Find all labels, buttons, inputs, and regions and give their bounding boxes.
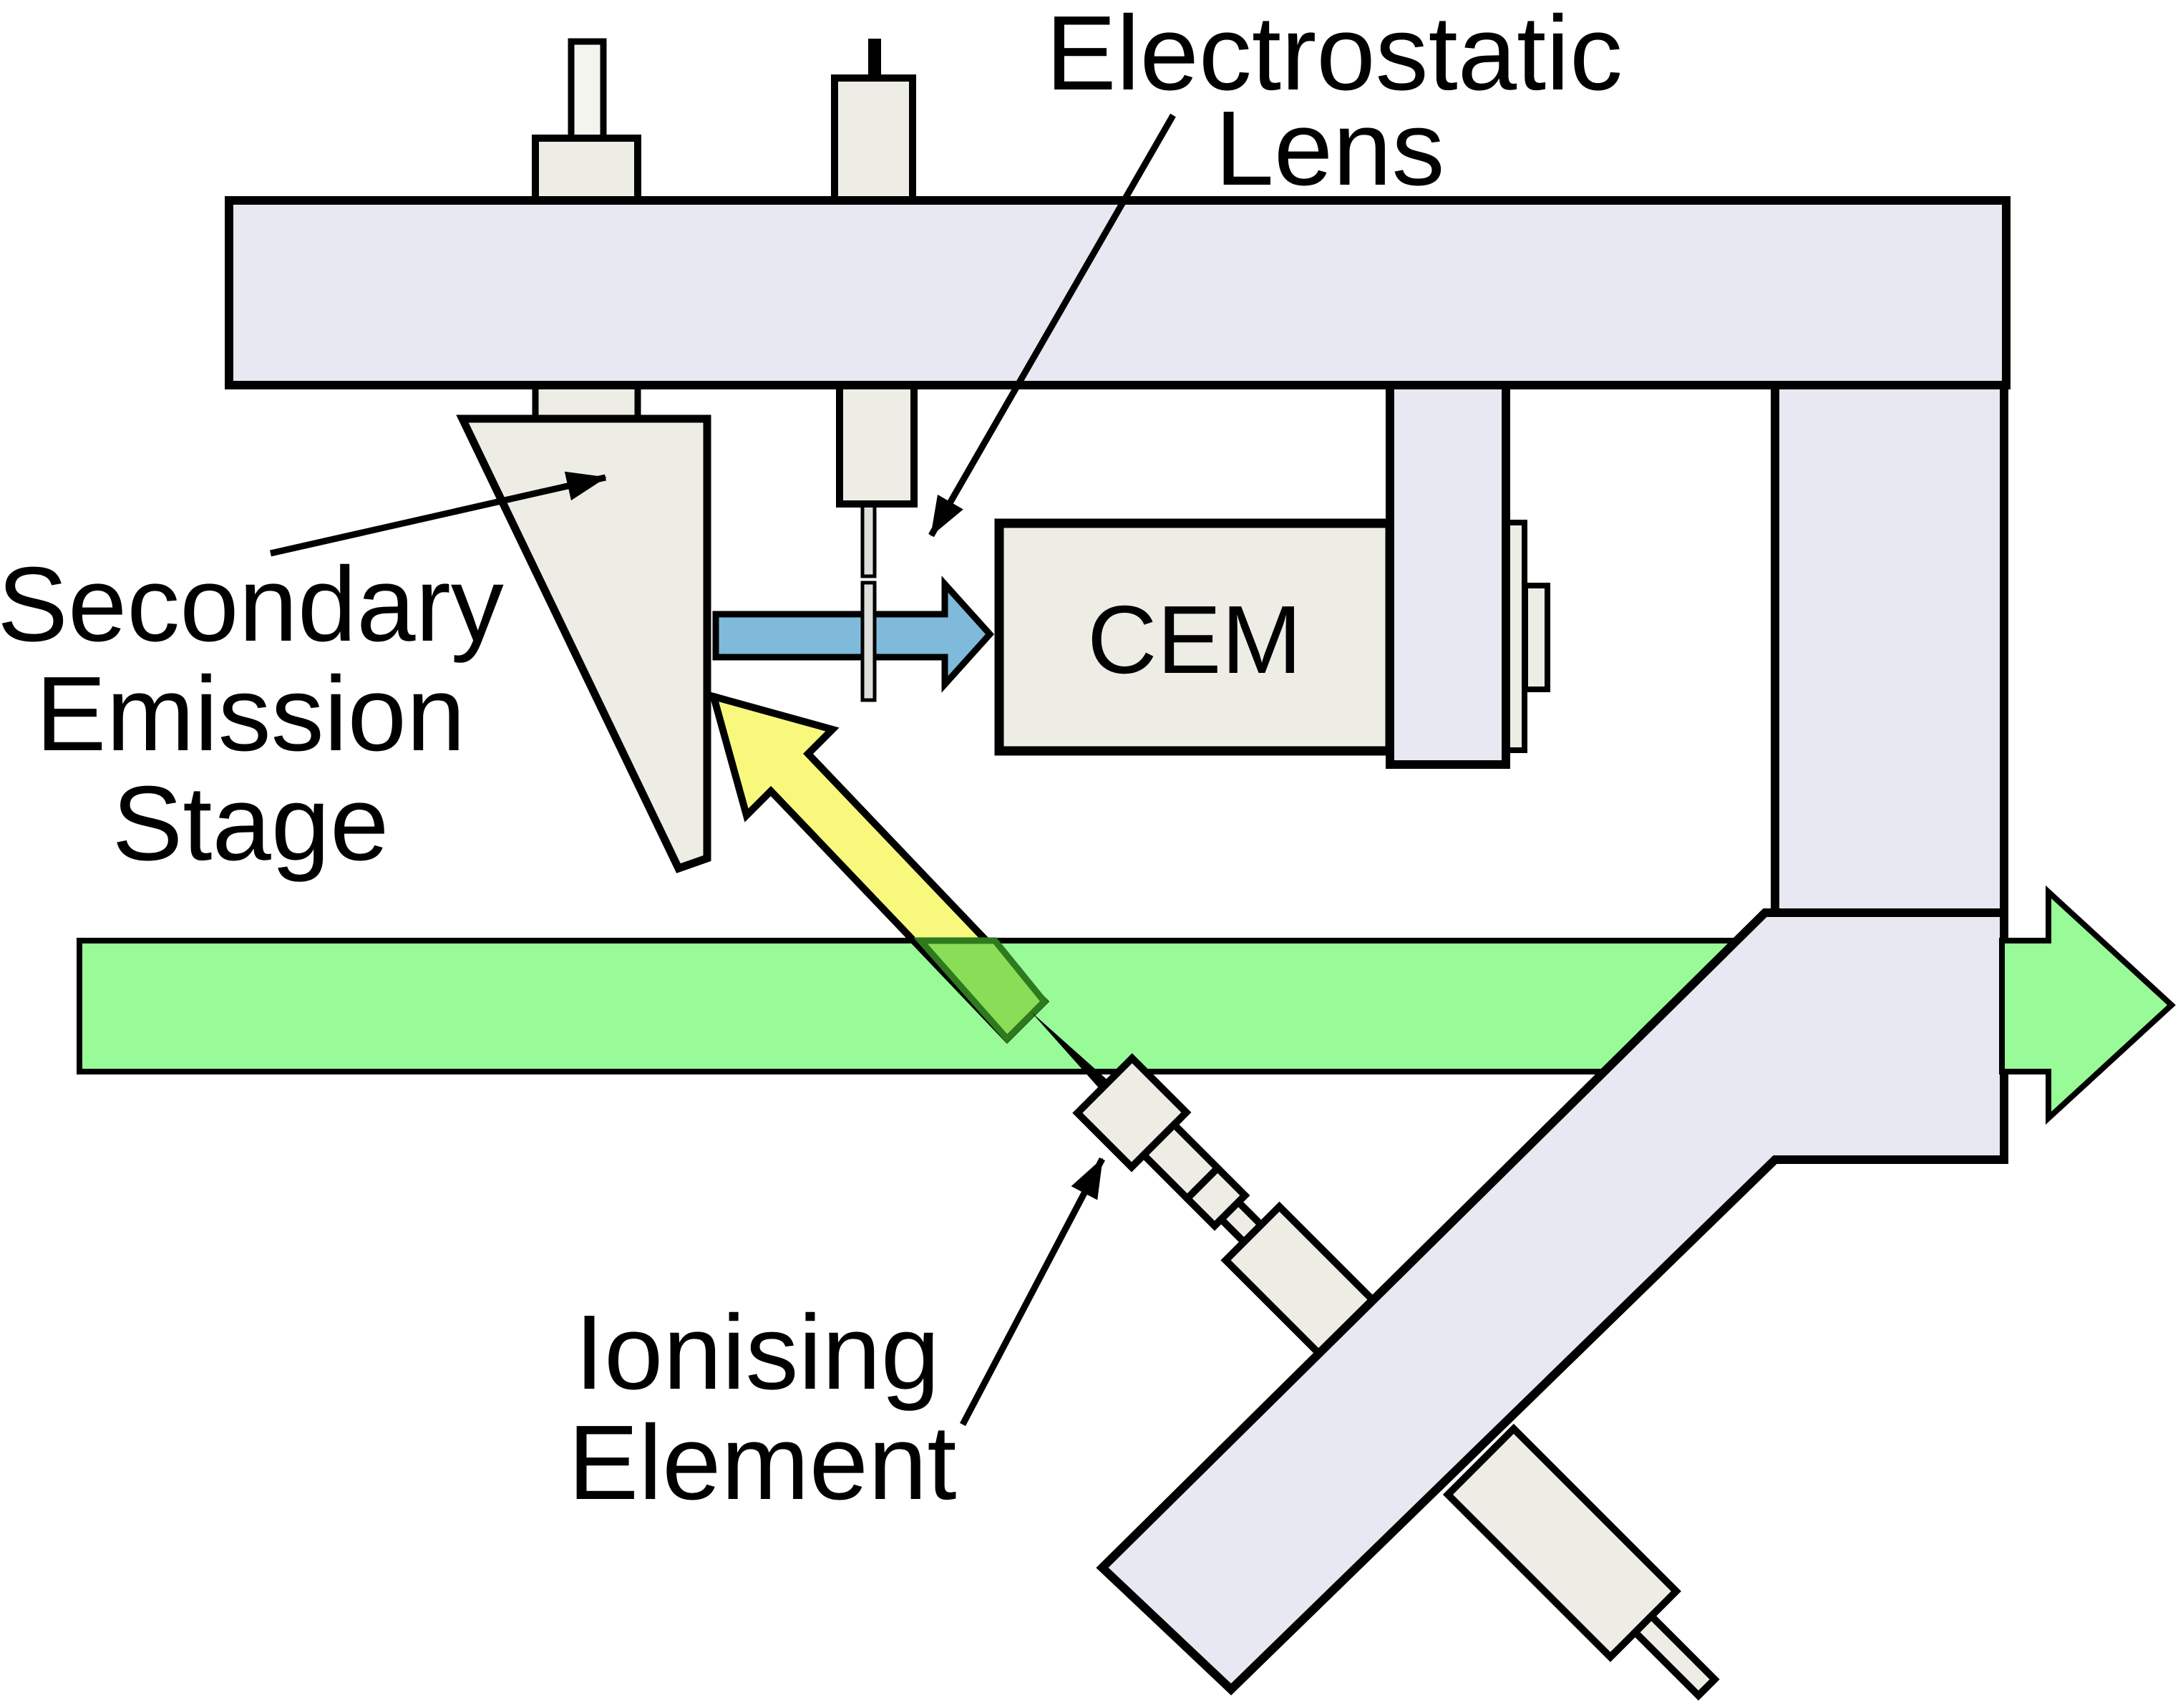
annotation-arrow-secondary-emission [270, 471, 607, 557]
label-secondary-emission-line3: Stage [112, 765, 389, 883]
label-ionising-element-line2: Element [568, 1404, 957, 1522]
cem-holder-column [1386, 364, 1510, 769]
annotation-arrow-ionising-element [960, 1157, 1105, 1427]
label-cem: CEM [1087, 586, 1302, 694]
cem-box [994, 518, 1395, 756]
label-electrostatic-lens-line2: Lens [1215, 89, 1445, 208]
feedthrough-left-pin [568, 38, 607, 145]
annotation-arrow-electrostatic-lens [928, 113, 1176, 538]
chamber-top-plate [225, 196, 2011, 389]
ionising-element-assembly [1031, 1012, 1720, 1701]
label-secondary-emission-line1: Secondary [0, 545, 504, 664]
secondary-emission-stage-plate [456, 414, 711, 873]
ion-beam-arrowhead [1999, 885, 2176, 1125]
ionising-element-needle-tip [1031, 1012, 1114, 1095]
label-secondary-emission-line2: Emission [36, 655, 465, 773]
feedthrough-right-body [831, 74, 916, 206]
feedthrough-right-stub [836, 382, 918, 508]
beam-pipe-junction-arm [1096, 908, 2008, 1696]
ionising-element-rod [1630, 1611, 1720, 1701]
feedthrough-left-body [532, 135, 641, 206]
feedthrough-right-pin [868, 39, 881, 80]
label-electrostatic-lens-line1: Electrostatic [1046, 0, 1623, 112]
label-ionising-element-line1: Ionising [575, 1294, 940, 1412]
cem-connector-stub [1522, 583, 1550, 692]
chamber-right-column [1771, 364, 2008, 918]
electrostatic-lens-electrode-upper [860, 500, 877, 578]
beam-overlap-region [913, 937, 1049, 1044]
secondary-electron-arrow [712, 576, 995, 693]
electrostatic-lens-electrode-lower [860, 581, 877, 702]
